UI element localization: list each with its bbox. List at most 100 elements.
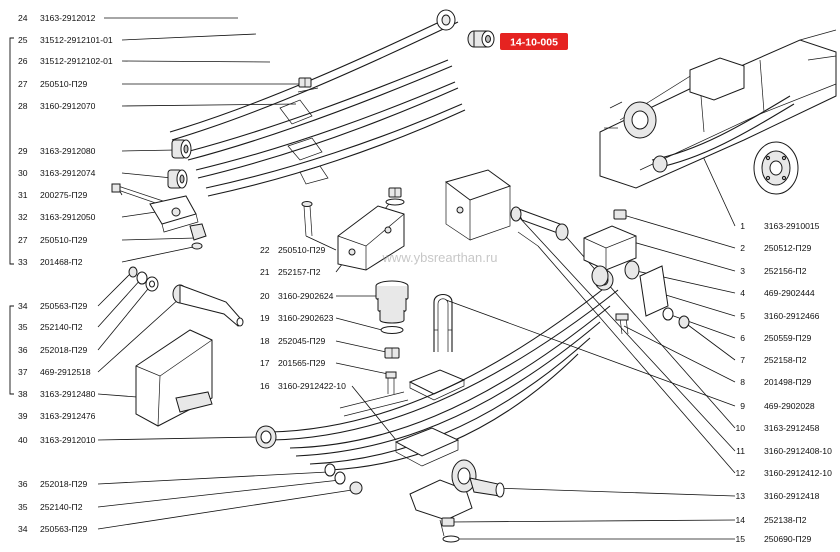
callout-number: 10 — [735, 423, 745, 433]
callout-number: 27 — [18, 235, 28, 245]
callout-part-code: 201468-П2 — [40, 257, 83, 267]
callout-number: 33 — [18, 257, 28, 267]
callout-number: 38 — [18, 389, 28, 399]
callout-leader-line — [667, 313, 736, 339]
callout-leader-line — [537, 245, 736, 474]
callout-part-code: 252138-П2 — [764, 515, 807, 525]
left-callout-40[interactable]: 40 3163-2912010 — [18, 435, 259, 445]
callout-number: 30 — [18, 168, 28, 178]
callout-leader-line — [699, 149, 736, 227]
front-eye-icon — [255, 425, 277, 449]
callout-part-code: 469-2902444 — [764, 288, 815, 298]
left-callout-33[interactable]: 33 201468-П2 — [18, 245, 199, 267]
callout-leader-line — [121, 149, 177, 152]
callout-number: 34 — [18, 301, 28, 311]
callout-number: 22 — [260, 245, 270, 255]
callout-number: 19 — [260, 313, 270, 323]
callout-leader-line — [449, 519, 736, 523]
callout-leader-line — [97, 277, 143, 328]
callout-part-code: 3160-2912466 — [764, 311, 820, 321]
axle-hub — [409, 459, 505, 537]
highlight-code: 14-10-005 — [510, 37, 558, 49]
right-callout-10[interactable]: 10 3163-2912458 — [561, 231, 820, 433]
callout-part-code: 252018-П29 — [40, 479, 87, 489]
callout-number: 31 — [18, 190, 28, 200]
callout-number: 29 — [18, 146, 28, 156]
callout-number: 1 — [740, 221, 745, 231]
callout-number: 18 — [260, 336, 270, 346]
callout-part-code: 250512-П29 — [764, 243, 811, 253]
callout-number: 15 — [735, 534, 745, 544]
highlight-part[interactable]: 14-10-005 — [467, 30, 568, 50]
callout-part-code: 3163-2912458 — [764, 423, 820, 433]
callout-number: 34 — [18, 524, 28, 534]
brake-drum-icon — [753, 141, 799, 195]
callout-part-code: 3160-2912408-10 — [764, 446, 832, 456]
callout-part-code: 3160-2902623 — [278, 313, 334, 323]
callout-part-code: 252018-П29 — [40, 345, 87, 355]
callout-number: 40 — [18, 435, 28, 445]
callout-part-code: 469-2912518 — [40, 367, 91, 377]
callout-part-code: 3160-2912070 — [40, 101, 96, 111]
stack-nut-icon — [385, 187, 405, 206]
callout-part-code: 3160-2912412-10 — [764, 468, 832, 478]
callout-part-code: 201498-П29 — [764, 377, 811, 387]
callout-part-code: 200275-П29 — [40, 190, 87, 200]
callout-part-code: 3160-2912418 — [764, 491, 820, 501]
callout-part-code: 252158-П2 — [764, 355, 807, 365]
front-pin-icon — [172, 284, 244, 327]
callout-part-code: 252157-П2 — [278, 267, 321, 277]
callout-part-code: 250563-П29 — [40, 301, 87, 311]
shackle-bracket-icon — [149, 195, 199, 233]
left-callout-31[interactable]: 31 200275-П29 — [18, 187, 123, 200]
callout-number: 25 — [18, 35, 28, 45]
callout-part-code: 3163-2912010 — [40, 435, 96, 445]
rear-shackle-assembly — [510, 206, 690, 335]
callout-number: 6 — [740, 333, 745, 343]
callout-leader-line — [97, 471, 329, 485]
callout-part-code: 3160-2902624 — [278, 291, 334, 301]
left-callout-34[interactable]: 34 250563-П29 — [18, 271, 133, 311]
callout-part-code: 3163-2912012 — [40, 13, 96, 23]
callout-part-code: 469-2902028 — [764, 401, 815, 411]
mid-callout-19[interactable]: 19 3160-2902623 — [260, 313, 383, 331]
callout-part-code: 201565-П29 — [278, 358, 325, 368]
